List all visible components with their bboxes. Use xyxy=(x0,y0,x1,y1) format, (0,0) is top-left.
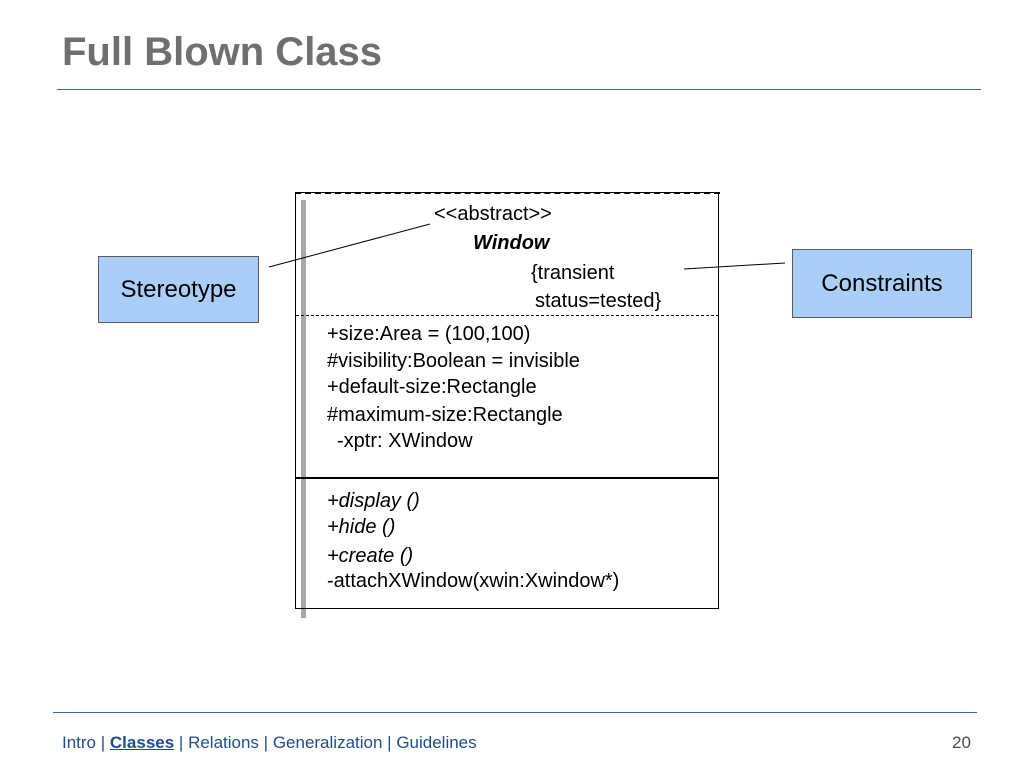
footer-divider xyxy=(53,712,977,713)
class-box-top-border xyxy=(295,192,720,194)
attribute-item: -xptr: XWindow xyxy=(337,430,473,452)
operation-item: +hide () xyxy=(327,516,396,538)
nav-separator: | xyxy=(174,733,189,752)
nav-separator: | xyxy=(382,733,397,752)
nav-link-relations[interactable]: Relations xyxy=(188,733,259,752)
operation-item: +create () xyxy=(327,545,414,567)
constraints-connector-line xyxy=(683,262,786,270)
attribute-item: +size:Area = (100,100) xyxy=(327,323,531,345)
stereotype-note: Stereotype xyxy=(98,256,259,323)
constraints-note-label: Constraints xyxy=(821,269,943,297)
attribute-compartment-divider xyxy=(296,477,719,479)
nav-separator: | xyxy=(258,733,273,752)
operation-item: +display () xyxy=(327,490,420,512)
operation-item: -attachXWindow(xwin:Xwindow*) xyxy=(327,570,620,592)
attribute-item: #maximum-size:Rectangle xyxy=(327,404,563,426)
constraints-note: Constraints xyxy=(792,249,972,318)
page-number: 20 xyxy=(952,733,971,752)
slide-title: Full Blown Class xyxy=(62,30,383,74)
stereotype-note-label: Stereotype xyxy=(120,275,237,303)
footer-nav: Intro | Classes | Relations | Generaliza… xyxy=(62,733,477,753)
class-name: Window xyxy=(473,232,550,254)
nav-link-guidelines[interactable]: Guidelines xyxy=(396,733,477,752)
nav-separator: | xyxy=(96,733,110,752)
name-compartment-divider xyxy=(296,315,719,316)
stereotype-connector-line xyxy=(268,223,431,268)
title-divider xyxy=(57,89,981,90)
class-box-shadow xyxy=(301,200,306,618)
class-constraint-line-2: status=tested} xyxy=(535,290,662,312)
attribute-item: #visibility:Boolean = invisible xyxy=(327,350,580,372)
nav-link-generalization[interactable]: Generalization xyxy=(272,733,383,752)
nav-link-intro[interactable]: Intro xyxy=(62,733,97,752)
nav-link-classes[interactable]: Classes xyxy=(109,733,175,752)
class-constraint-line-1: {transient xyxy=(531,262,615,284)
class-stereotype: <<abstract>> xyxy=(434,203,552,225)
attribute-item: +default-size:Rectangle xyxy=(327,376,537,398)
